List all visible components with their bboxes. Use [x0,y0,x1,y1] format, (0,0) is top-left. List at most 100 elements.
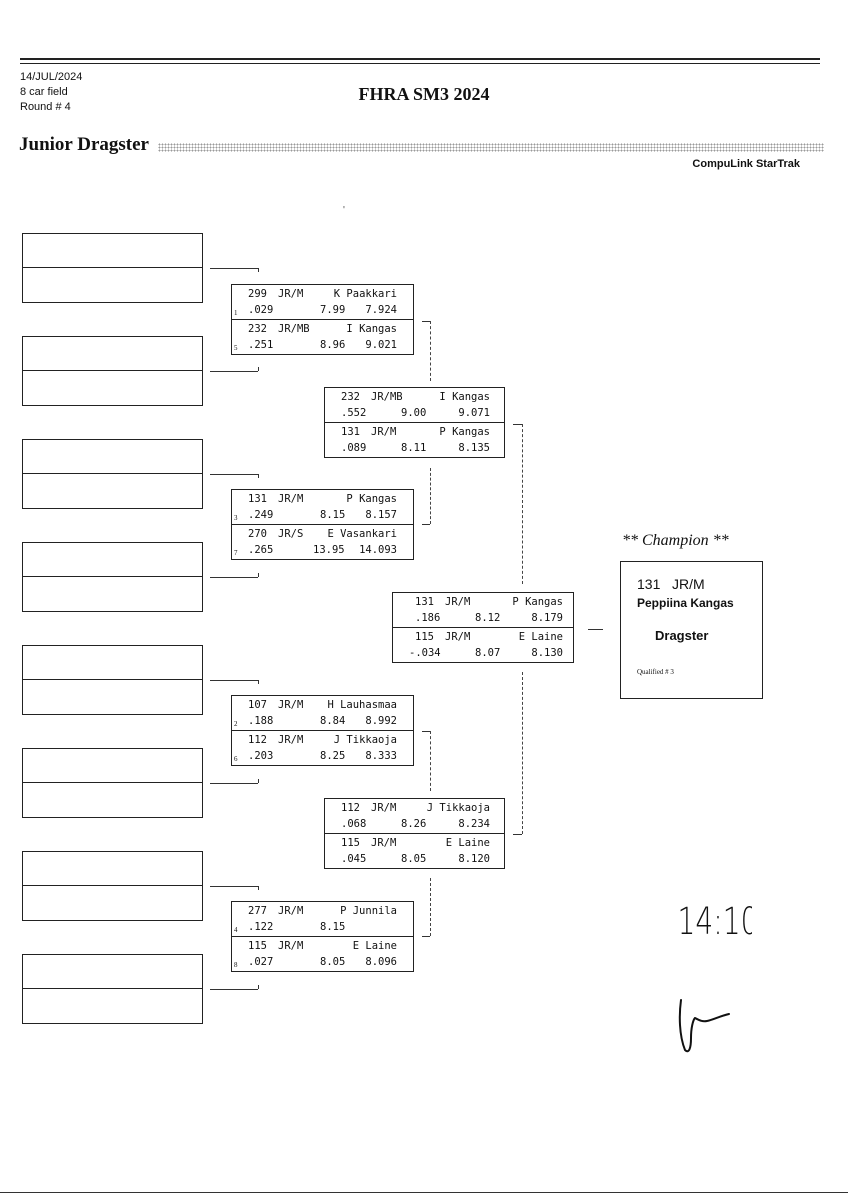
elapsed-time: 7.99 [320,304,346,316]
connector-line [258,779,259,783]
dial-in: 8.179 [531,612,563,624]
car-number: 131 [415,596,434,608]
racer-lane: 277 JR/M P Junnila 4 .122 8.15 [232,902,413,937]
top-rule-thin [20,63,820,64]
connector-line [210,680,258,681]
dial-in: 8.157 [365,509,397,521]
dial-in: 8.135 [458,442,490,454]
car-number: 112 [248,734,267,746]
reaction-time: .029 [248,304,274,316]
empty-pair-box-8 [22,954,203,1024]
connector-line [522,424,523,584]
reaction-time: .552 [341,407,367,419]
car-class: JR/M [371,837,397,849]
dotted-leader [158,143,824,152]
event-title: FHRA SM3 2024 [358,84,490,104]
connector-line [210,886,258,887]
dial-in: 8.096 [365,956,397,968]
car-number: 112 [341,802,360,814]
seed-number: 8 [234,961,238,969]
connector-line [210,989,258,990]
car-class: JR/M [278,940,304,952]
connector-line [258,474,259,478]
dial-in: 14.093 [359,544,397,556]
driver-name: E Laine [352,940,397,952]
reaction-time: .188 [248,715,274,727]
stray-mark: ' [343,205,345,216]
connector-line [430,468,431,524]
driver-name: H Lauhasmaa [327,699,397,711]
connector-line [258,886,259,890]
empty-pair-box-5 [22,645,203,715]
driver-name: P Junnila [340,905,397,917]
handwritten-time-text: 14:10 [678,899,752,943]
dial-in: 9.071 [458,407,490,419]
car-class: JR/M [278,734,304,746]
connector-line [422,731,430,732]
top-rule-thick [20,58,820,60]
elapsed-time: 8.96 [320,339,346,351]
connector-line [422,936,430,937]
event-info: 14/JUL/2024 8 car field Round # 4 [20,70,82,115]
seed-number: 5 [234,344,238,352]
field-size: 8 car field [20,86,68,98]
champion-box: 131 JR/M Peppiina Kangas Dragster Qualif… [620,561,763,699]
car-class: JR/S [278,528,304,540]
driver-name: E Laine [445,837,490,849]
connector-line [430,878,431,936]
handwritten-time: 14:10 [678,899,752,943]
seed-number: 1 [234,309,238,317]
car-class: JR/M [278,905,304,917]
elapsed-time: 8.11 [401,442,427,454]
champion-qualified: Qualified # 3 [637,668,674,676]
empty-pair-box-6 [22,748,203,818]
car-number: 115 [341,837,360,849]
dial-in: 8.120 [458,853,490,865]
driver-name: P Kangas [439,426,490,438]
reaction-time: .249 [248,509,274,521]
bottom-rule [0,1192,848,1193]
champion-heading: ** Champion ** [622,532,729,549]
connector-line [422,524,430,525]
connector-line [258,985,259,989]
connector-line [513,424,522,425]
driver-name: P Kangas [512,596,563,608]
dial-in: 8.992 [365,715,397,727]
seed-number: 2 [234,720,238,728]
connector-line [210,783,258,784]
car-number: 277 [248,905,267,917]
elapsed-time: 8.26 [401,818,427,830]
driver-name: J Tikkaoja [426,802,490,814]
car-class: JR/M [371,426,397,438]
elapsed-time: 8.15 [320,921,346,933]
dial-in: 8.130 [531,647,563,659]
connector-line [258,680,259,684]
reaction-time: .251 [248,339,274,351]
connector-line [210,371,258,372]
driver-name: I Kangas [346,323,397,335]
car-class: JR/MB [371,391,403,403]
elapsed-time: 8.05 [401,853,427,865]
software-name: CompuLink StarTrak [692,158,800,170]
connector-line [210,474,258,475]
seed-number: 6 [234,755,238,763]
driver-name: P Kangas [346,493,397,505]
elapsed-time: 8.15 [320,509,346,521]
reaction-time: .122 [248,921,274,933]
driver-name: E Laine [518,631,563,643]
handwritten-signature [678,999,730,1053]
seed-number: 4 [234,926,238,934]
car-number: 131 [341,426,360,438]
connector-line [430,321,431,381]
round-number: Round # 4 [20,101,71,113]
